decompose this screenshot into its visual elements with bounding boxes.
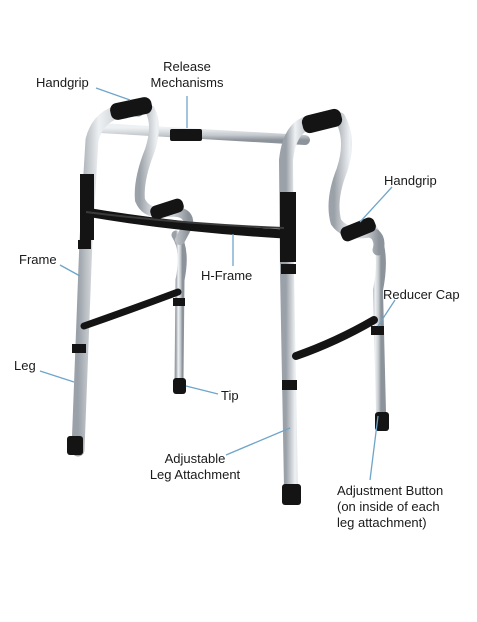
label-adjustable-line1: Adjustable <box>164 451 226 466</box>
left-handle-loop <box>134 105 194 245</box>
label-adjustable-leg-attachment: Adjustable Leg Attachment <box>140 451 250 483</box>
left-lower-handgrip <box>150 198 184 220</box>
leader-handgrip-left <box>95 87 131 101</box>
leader-frame <box>59 264 81 277</box>
rear-right-leg <box>367 223 389 431</box>
label-handgrip-right: Handgrip <box>384 173 437 188</box>
reducer-cap <box>371 326 384 335</box>
right-front-frame <box>278 108 343 505</box>
label-h-frame: H-Frame <box>201 268 253 283</box>
leader-tip <box>185 385 219 395</box>
label-reducer-cap: Reducer Cap <box>383 287 460 302</box>
rear-left-leg <box>171 230 187 394</box>
leader-lines <box>39 87 396 481</box>
right-handgrip <box>301 108 343 134</box>
right-front-tip <box>282 484 301 505</box>
release-mechanism <box>170 129 202 141</box>
leader-adjustment-button <box>369 415 379 481</box>
left-handgrip <box>110 97 153 120</box>
left-front-tip <box>67 436 83 455</box>
rear-left-tip <box>173 378 186 394</box>
left-frame-sleeve <box>80 174 94 240</box>
label-adjustment-line1: Adjustment Button <box>337 483 444 498</box>
label-frame: Frame <box>19 252 57 267</box>
leader-handgrip-right <box>359 186 393 223</box>
right-lower-brace <box>292 316 378 360</box>
label-release-mechanisms-line1: Release <box>163 59 211 74</box>
right-handle-loop <box>328 112 385 256</box>
label-release-mechanisms-line2: Mechanisms <box>150 75 224 90</box>
label-leg: Leg <box>14 358 36 373</box>
top-crossbar <box>95 123 310 145</box>
label-adjustment-line3: leg attachment) <box>337 515 427 530</box>
label-tip: Tip <box>221 388 239 403</box>
left-lower-brace <box>80 288 182 330</box>
leader-adjustable-leg-attachment <box>225 427 291 456</box>
label-adjustment-line2: (on inside of each <box>337 499 440 514</box>
leader-leg <box>39 370 75 383</box>
label-release-mechanisms: Release Mechanisms <box>139 59 235 91</box>
leader-reducer-cap <box>377 299 396 327</box>
label-adjustment-button: Adjustment Button (on inside of each leg… <box>337 483 443 531</box>
label-adjustable-line2: Leg Attachment <box>149 467 241 482</box>
right-frame-sleeve <box>280 192 296 262</box>
h-frame <box>81 207 289 239</box>
left-front-frame <box>67 97 153 457</box>
label-handgrip-left: Handgrip <box>36 75 89 90</box>
right-lower-handgrip <box>340 217 376 242</box>
